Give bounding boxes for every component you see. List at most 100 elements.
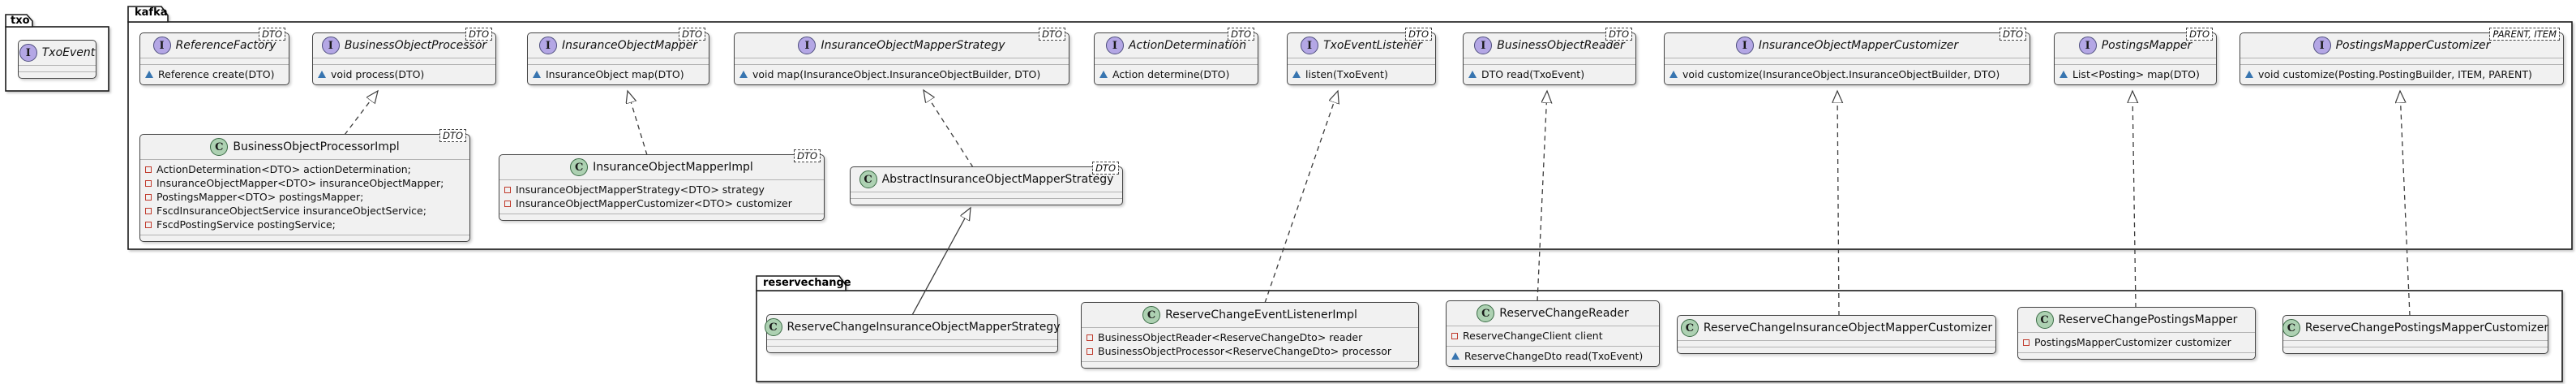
interface-insuranceobjectmapperstrategy: DTO I InsuranceObjectMapperStrategy void… — [734, 28, 1069, 85]
methods-compartment — [767, 347, 1057, 352]
class-icon: C — [764, 318, 782, 336]
fields-compartment — [1665, 58, 2030, 65]
fields-compartment — [767, 340, 1057, 347]
field: FscdPostingService postingService; — [145, 218, 465, 231]
methods-compartment: Reference create(DTO) — [140, 65, 289, 84]
methods-compartment: void map(InsuranceObject.InsuranceObject… — [735, 65, 1069, 84]
class-title: I ReferenceFactory — [140, 33, 289, 58]
class-title: C AbstractInsuranceObjectMapperStrategy — [851, 167, 1122, 192]
private-field-icon — [1087, 347, 1093, 355]
method: Reference create(DTO) — [145, 67, 284, 81]
package-label-reservechange: reservechange — [763, 277, 851, 289]
interface-icon: I — [2078, 37, 2097, 54]
class-title: I BusinessObjectReader — [1464, 33, 1635, 58]
abstract-method-icon — [145, 71, 153, 78]
class-title: I BusinessObjectProcessor — [313, 33, 495, 58]
fields-compartment — [140, 58, 289, 65]
class-icon: C — [1477, 304, 1495, 322]
class-title: C InsuranceObjectMapperImpl — [499, 155, 824, 180]
generic-tag: DTO — [679, 28, 705, 41]
edge-bopImpl-to-businessObjectProcessor — [344, 91, 378, 136]
field: BusinessObjectReader<ReserveChangeDto> r… — [1087, 330, 1413, 344]
class-name: PostingsMapper — [2101, 39, 2192, 52]
class-icon: C — [859, 170, 877, 188]
fields-compartment — [1678, 341, 1995, 347]
class-name: ReserveChangePostingsMapperCustomizer — [2304, 321, 2549, 334]
methods-compartment: listen(TxoEvent) — [1288, 65, 1435, 84]
class-name: AbstractInsuranceObjectMapperStrategy — [881, 173, 1114, 186]
private-field-icon — [1451, 332, 1458, 339]
class-title: C ReserveChangePostingsMapper — [2018, 308, 2255, 333]
method: DTO read(TxoEvent) — [1468, 67, 1631, 81]
fields-compartment — [851, 192, 1122, 199]
fields-compartment — [2055, 58, 2216, 65]
fields-compartment — [1464, 58, 1635, 65]
class-name: BusinessObjectProcessorImpl — [233, 140, 400, 153]
class-name: ReserveChangePostingsMapper — [2058, 313, 2238, 326]
class-reservechangeinsuranceobjectmappercustomizer: C ReserveChangeInsuranceObjectMapperCust… — [1677, 315, 1996, 354]
method: ReserveChangeDto read(TxoEvent) — [1451, 349, 1654, 363]
methods-compartment — [1082, 362, 1418, 368]
abstract-method-icon — [2245, 71, 2253, 78]
class-name: ReferenceFactory — [175, 39, 276, 52]
class-title: C ReserveChangeInsuranceObjectMapperStra… — [764, 315, 1060, 340]
edge-rcListener-to-txoEventListener — [1264, 91, 1338, 304]
interface-icon: I — [538, 37, 557, 54]
generic-tag: DTO — [1605, 28, 1632, 41]
method: List<Posting> map(DTO) — [2060, 67, 2211, 81]
method: InsuranceObject map(DTO) — [533, 67, 704, 81]
class-reservechangepostingsmapper: C ReserveChangePostingsMapper PostingsMa… — [2017, 307, 2256, 360]
class-insuranceobjectmapperimpl: DTO C InsuranceObjectMapperImpl Insuranc… — [499, 149, 825, 221]
generic-tag: DTO — [1092, 162, 1119, 175]
class-icon: C — [2035, 311, 2054, 329]
methods-compartment: InsuranceObject map(DTO) — [528, 65, 709, 84]
edge-rcStrategy-to-abstractStrategy — [911, 208, 971, 316]
methods-compartment: DTO read(TxoEvent) — [1464, 65, 1635, 84]
class-title: I InsuranceObjectMapperCustomizer — [1665, 33, 2030, 58]
class-reservechangepostingsmappercustomizer: C ReserveChangePostingsMapperCustomizer — [2282, 315, 2548, 354]
class-icon: C — [570, 158, 589, 176]
methods-compartment: void customize(InsuranceObject.Insurance… — [1665, 65, 2030, 84]
class-icon: C — [1142, 306, 1161, 324]
methods-compartment — [851, 199, 1122, 205]
class-name: InsuranceObjectMapperStrategy — [821, 39, 1005, 52]
interface-icon: I — [321, 37, 340, 54]
interface-referencefactory: DTO I ReferenceFactory Reference create(… — [139, 28, 289, 85]
fields-compartment — [2240, 58, 2563, 65]
class-title: I InsuranceObjectMapper — [528, 33, 709, 58]
methods-compartment — [1678, 347, 1995, 353]
class-name: BusinessObjectProcessor — [344, 39, 487, 52]
private-field-icon — [2023, 339, 2030, 346]
class-name: ReserveChangeReader — [1499, 307, 1629, 320]
class-abstractinsuranceobjectmapperstrategy: DTO C AbstractInsuranceObjectMapperStrat… — [850, 162, 1123, 205]
fields-compartment — [2283, 341, 2548, 347]
fields-compartment — [1095, 58, 1258, 65]
abstract-method-icon — [2060, 71, 2068, 78]
methods-compartment: void process(DTO) — [313, 65, 495, 84]
generic-tag: DTO — [259, 28, 285, 41]
fields-compartment: InsuranceObjectMapperStrategy<DTO> strat… — [499, 180, 824, 214]
field: InsuranceObjectMapper<DTO> insuranceObje… — [145, 176, 465, 190]
fields-compartment — [735, 58, 1069, 65]
private-field-icon — [145, 166, 152, 173]
interface-postingsmappercustomizer: PARENT, ITEM I PostingsMapperCustomizer … — [2240, 28, 2564, 85]
class-name: ReserveChangeEventListenerImpl — [1165, 308, 1357, 321]
class-title: I ActionDetermination — [1095, 33, 1258, 58]
methods-compartment — [19, 72, 96, 78]
abstract-method-icon — [533, 71, 541, 78]
interface-businessobjectprocessor: DTO I BusinessObjectProcessor void proce… — [312, 28, 496, 85]
private-field-icon — [145, 221, 152, 228]
fields-compartment: PostingsMapperCustomizer customizer — [2018, 333, 2255, 353]
private-field-icon — [145, 207, 152, 214]
private-field-icon — [145, 179, 152, 187]
methods-compartment — [2018, 353, 2255, 359]
class-name: BusinessObjectReader — [1497, 39, 1625, 52]
abstract-method-icon — [1292, 71, 1301, 78]
private-field-icon — [504, 200, 511, 207]
method: void customize(InsuranceObject.Insurance… — [1669, 67, 2025, 81]
edge-iomImpl-to-insuranceObjectMapper — [628, 91, 648, 156]
private-field-icon — [504, 186, 511, 193]
method: void map(InsuranceObject.InsuranceObject… — [739, 67, 1064, 81]
class-icon: C — [210, 138, 229, 156]
generic-tag: DTO — [1039, 28, 1065, 41]
